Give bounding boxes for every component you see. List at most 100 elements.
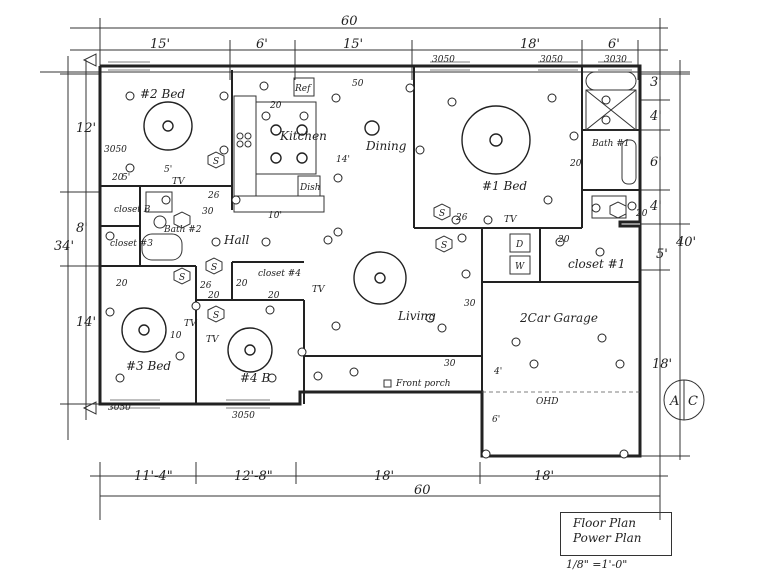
- bath-fixtures: [141, 71, 637, 261]
- ceiling-fixtures: [121, 101, 531, 373]
- circuit-15: 30: [464, 299, 476, 309]
- circuit-11: 20: [635, 209, 648, 219]
- bottom-total-dimension: 60: [414, 483, 431, 498]
- top-dimension-4: 18': [520, 37, 540, 52]
- bath2-label: Bath #2: [163, 225, 202, 235]
- closet1-label: closet #1: [568, 257, 625, 271]
- smoke-detectors: [173, 151, 627, 323]
- circuit-9: 20: [557, 235, 570, 245]
- top-total-dimension: 60: [341, 14, 358, 29]
- bed2-label: #2 Bed: [140, 87, 185, 101]
- window-marks: [108, 61, 632, 409]
- window-label-5: 3050: [108, 403, 131, 413]
- circuit-10: 20: [267, 291, 280, 301]
- left-outer-dimension: 34': [54, 239, 74, 254]
- left-dimension-1: 12': [76, 121, 96, 136]
- title-line-1: Floor Plan: [573, 516, 636, 530]
- hall-width-dim: 10': [268, 211, 282, 221]
- circuit-2: 20: [269, 101, 282, 111]
- circuit-16: 30: [444, 359, 456, 369]
- smoke-detector-4: S: [179, 273, 185, 283]
- bottom-dimension-lines: [90, 462, 668, 520]
- circuit-13: 26: [199, 281, 212, 291]
- garage-dim-2: 6': [492, 415, 500, 425]
- smoke-detector-2: S: [439, 209, 445, 219]
- window-label-4: 3030: [604, 55, 627, 65]
- right-dimension-lines: [640, 60, 690, 466]
- right-dimension-2: 4': [649, 109, 662, 124]
- top-dimension-5: 6': [608, 37, 620, 52]
- tv-label-bed3: TV: [184, 319, 198, 329]
- smoke-detector-5: S: [211, 263, 217, 273]
- outlets-and-lights: [105, 81, 637, 459]
- smoke-detector-1: S: [213, 157, 219, 167]
- laundry-appliances: [509, 233, 531, 275]
- circuit-14: 20: [207, 291, 220, 301]
- tv-label-bed4: TV: [206, 335, 220, 345]
- right-outer-dimension: 40': [675, 235, 696, 250]
- circuit-4: 20: [235, 279, 248, 289]
- dryer-label: D: [515, 240, 523, 250]
- title-block: Floor Plan Power Plan: [560, 512, 672, 556]
- circuit-17: 50: [352, 79, 364, 89]
- front-porch-label: Front porch: [395, 379, 451, 389]
- dining-label: Dining: [365, 139, 407, 153]
- hall-label: Hall: [223, 233, 249, 247]
- ohd-label: OHD: [536, 397, 558, 407]
- washer-label: W: [515, 262, 525, 272]
- closet-b-label: closet B: [114, 205, 151, 215]
- scale-note: 1/8" =1'-0": [566, 558, 628, 571]
- left-dimension-2: 8': [76, 221, 88, 236]
- exterior-walls: [98, 64, 642, 458]
- ref-label: Ref: [294, 84, 312, 94]
- living-label: Living: [397, 309, 436, 323]
- circuit-1: 20: [111, 173, 124, 183]
- top-dimension-3: 15': [343, 37, 363, 52]
- right-dimension-4: 4': [649, 199, 662, 214]
- section-marker-left: A: [669, 394, 679, 409]
- kitchen-label: Kitchen: [279, 129, 327, 143]
- bottom-dimension-1: 11'-4": [134, 469, 173, 484]
- section-marker-right: C: [688, 394, 698, 409]
- circuit-3: 20: [115, 279, 128, 289]
- window-label-1: 3050: [104, 145, 127, 155]
- tv-label-bed2: TV: [172, 177, 186, 187]
- tv-label-bed1: TV: [504, 215, 518, 225]
- bath1-label: Bath #1: [591, 139, 630, 149]
- kitchen-cabinets: [233, 77, 325, 213]
- right-dimension-6: 18': [652, 357, 672, 372]
- closet4-label: closet #4: [258, 269, 301, 279]
- porch-light: [383, 379, 392, 388]
- kitchen-depth-dim: 14': [336, 155, 350, 165]
- title-line-2: Power Plan: [573, 531, 642, 545]
- right-dimension-1: 3': [650, 75, 662, 90]
- corner-markers: [82, 53, 97, 415]
- left-dimension-lines: [60, 56, 100, 440]
- tv-label-living: TV: [312, 285, 326, 295]
- left-dimension-3: 14': [76, 315, 96, 330]
- bed2-closet-dim-2: 5': [164, 165, 172, 175]
- bottom-dimension-4: 18': [534, 469, 554, 484]
- circuit-6: 30: [202, 207, 214, 217]
- top-dimension-lines: [40, 18, 690, 80]
- window-label-3: 3050: [540, 55, 563, 65]
- circuit-12: 10: [170, 331, 182, 341]
- circuit-5: 26: [207, 191, 220, 201]
- window-label-2: 3050: [432, 55, 455, 65]
- bed3-label: #3 Bed: [126, 359, 171, 373]
- closet3-label: closet #3: [110, 239, 153, 249]
- garage-dim-1: 4': [493, 367, 502, 377]
- top-dimension-1: 15': [150, 37, 170, 52]
- dish-label: Dish: [299, 183, 321, 193]
- bottom-dimension-3: 18': [374, 469, 394, 484]
- circuit-8: 26: [455, 213, 468, 223]
- bottom-dimension-2: 12'-8": [234, 469, 273, 484]
- bed4-label: #4 B: [240, 371, 271, 385]
- bed2-closet-dim-1: 5': [122, 173, 130, 183]
- right-dimension-3: 6': [650, 155, 662, 170]
- garage-label: 2Car Garage: [519, 311, 598, 325]
- circuit-7: 20: [569, 159, 582, 169]
- bed1-label: #1 Bed: [482, 179, 527, 193]
- smoke-detector-6: S: [213, 311, 219, 321]
